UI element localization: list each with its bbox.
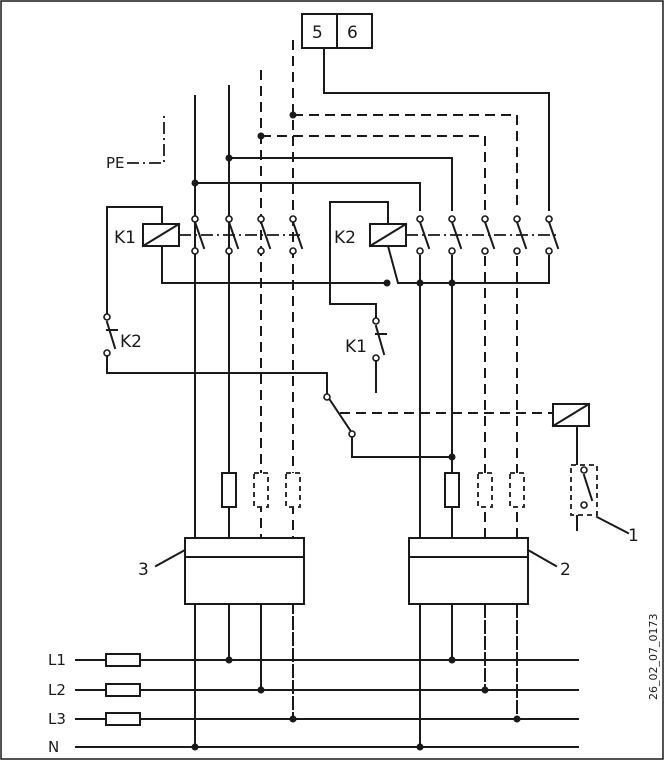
interlock-k1-label: K1 bbox=[345, 337, 367, 357]
changeover-switch bbox=[323, 393, 553, 458]
junction-dots bbox=[191, 111, 521, 751]
fuses-left bbox=[221, 472, 301, 508]
terminal-5: 5 bbox=[312, 23, 323, 43]
terminal-block: 5 6 bbox=[301, 13, 373, 49]
supply-drops bbox=[194, 603, 518, 748]
callout-1: 1 bbox=[628, 526, 639, 546]
unit-2: 2 bbox=[408, 537, 571, 605]
fuses-right bbox=[444, 472, 525, 508]
contactor-k1: K1 bbox=[106, 206, 388, 314]
supply-line-l2: L2 bbox=[48, 681, 579, 699]
callout-2: 2 bbox=[560, 560, 571, 580]
supply-lines: L1 L2 L3 N bbox=[48, 651, 579, 756]
k1-main-contacts bbox=[191, 215, 304, 255]
k1-label: K1 bbox=[114, 228, 136, 248]
pe-label: PE bbox=[106, 154, 125, 172]
left-conductors bbox=[194, 40, 294, 721]
tie-lines bbox=[194, 47, 550, 211]
label-l3: L3 bbox=[48, 710, 66, 728]
pe-conductor: PE bbox=[106, 116, 165, 172]
interlock-k2-label: K2 bbox=[120, 332, 142, 352]
terminal-6: 6 bbox=[347, 23, 358, 43]
supply-line-l3: L3 bbox=[48, 710, 579, 728]
label-n: N bbox=[48, 738, 59, 756]
contactor-k2: K2 bbox=[329, 201, 560, 319]
unit-3: 3 bbox=[138, 537, 305, 605]
k2-main-contacts bbox=[416, 215, 560, 255]
relay-1: 1 bbox=[551, 402, 639, 546]
interlock-contact-k2: K2 bbox=[103, 313, 328, 394]
interlock-contact-k1: K1 bbox=[345, 317, 387, 393]
supply-line-l1: L1 bbox=[48, 651, 579, 669]
supply-line-n: N bbox=[48, 738, 579, 756]
label-l1: L1 bbox=[48, 651, 66, 669]
k2-label: K2 bbox=[334, 228, 356, 248]
label-l2: L2 bbox=[48, 681, 66, 699]
figure-code: 26_02_07_0173 bbox=[647, 614, 660, 701]
callout-3: 3 bbox=[138, 560, 149, 580]
